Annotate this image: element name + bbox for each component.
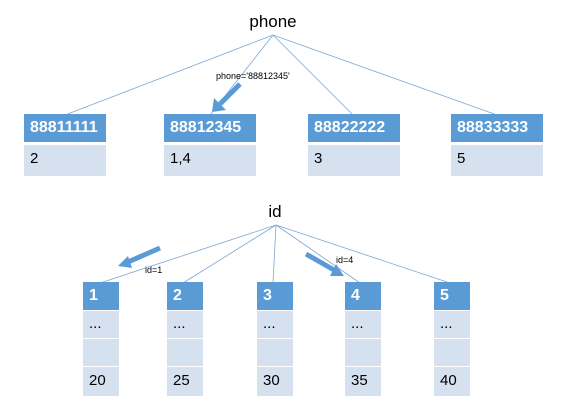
id-cell: 35: [345, 366, 381, 396]
phone-root-label: phone: [249, 12, 297, 31]
id-cell: [434, 338, 470, 366]
query-arrow-phone: [212, 82, 242, 112]
phone-value: 5: [451, 144, 543, 176]
id-cell: ...: [345, 310, 381, 338]
id-root-label: id: [268, 202, 282, 221]
id-cell: [167, 338, 203, 366]
phone-key: 88822222: [308, 114, 400, 142]
id-cell: 20: [83, 366, 119, 396]
id-key: 2: [167, 282, 203, 310]
phone-key: 88833333: [451, 114, 543, 142]
phone-key: 88812345: [164, 114, 256, 142]
phone-value: 3: [308, 144, 400, 176]
id-cell: [345, 338, 381, 366]
phone-value: 1,4: [164, 144, 256, 176]
id-key: 1: [83, 282, 119, 310]
id-key: 3: [257, 282, 293, 310]
id-cell: ...: [83, 310, 119, 338]
id-cell: 25: [167, 366, 203, 396]
id-cell: ...: [167, 310, 203, 338]
phone-query-label: phone='88812345': [216, 71, 290, 81]
id-key: 4: [345, 282, 381, 310]
phone-key: 88811111: [24, 114, 106, 142]
query-arrow-id-4: [304, 251, 344, 276]
id-query-label-4: id=4: [336, 255, 354, 265]
id-query-label-1: id=1: [145, 265, 163, 275]
id-cell: [83, 338, 119, 366]
id-cell: ...: [434, 310, 470, 338]
id-cell: ...: [257, 310, 293, 338]
id-key: 5: [434, 282, 470, 310]
id-cell: 40: [434, 366, 470, 396]
phone-value: 2: [24, 144, 106, 176]
query-arrow-id-1: [118, 245, 162, 268]
id-cell: 30: [257, 366, 293, 396]
id-cell: [257, 338, 293, 366]
